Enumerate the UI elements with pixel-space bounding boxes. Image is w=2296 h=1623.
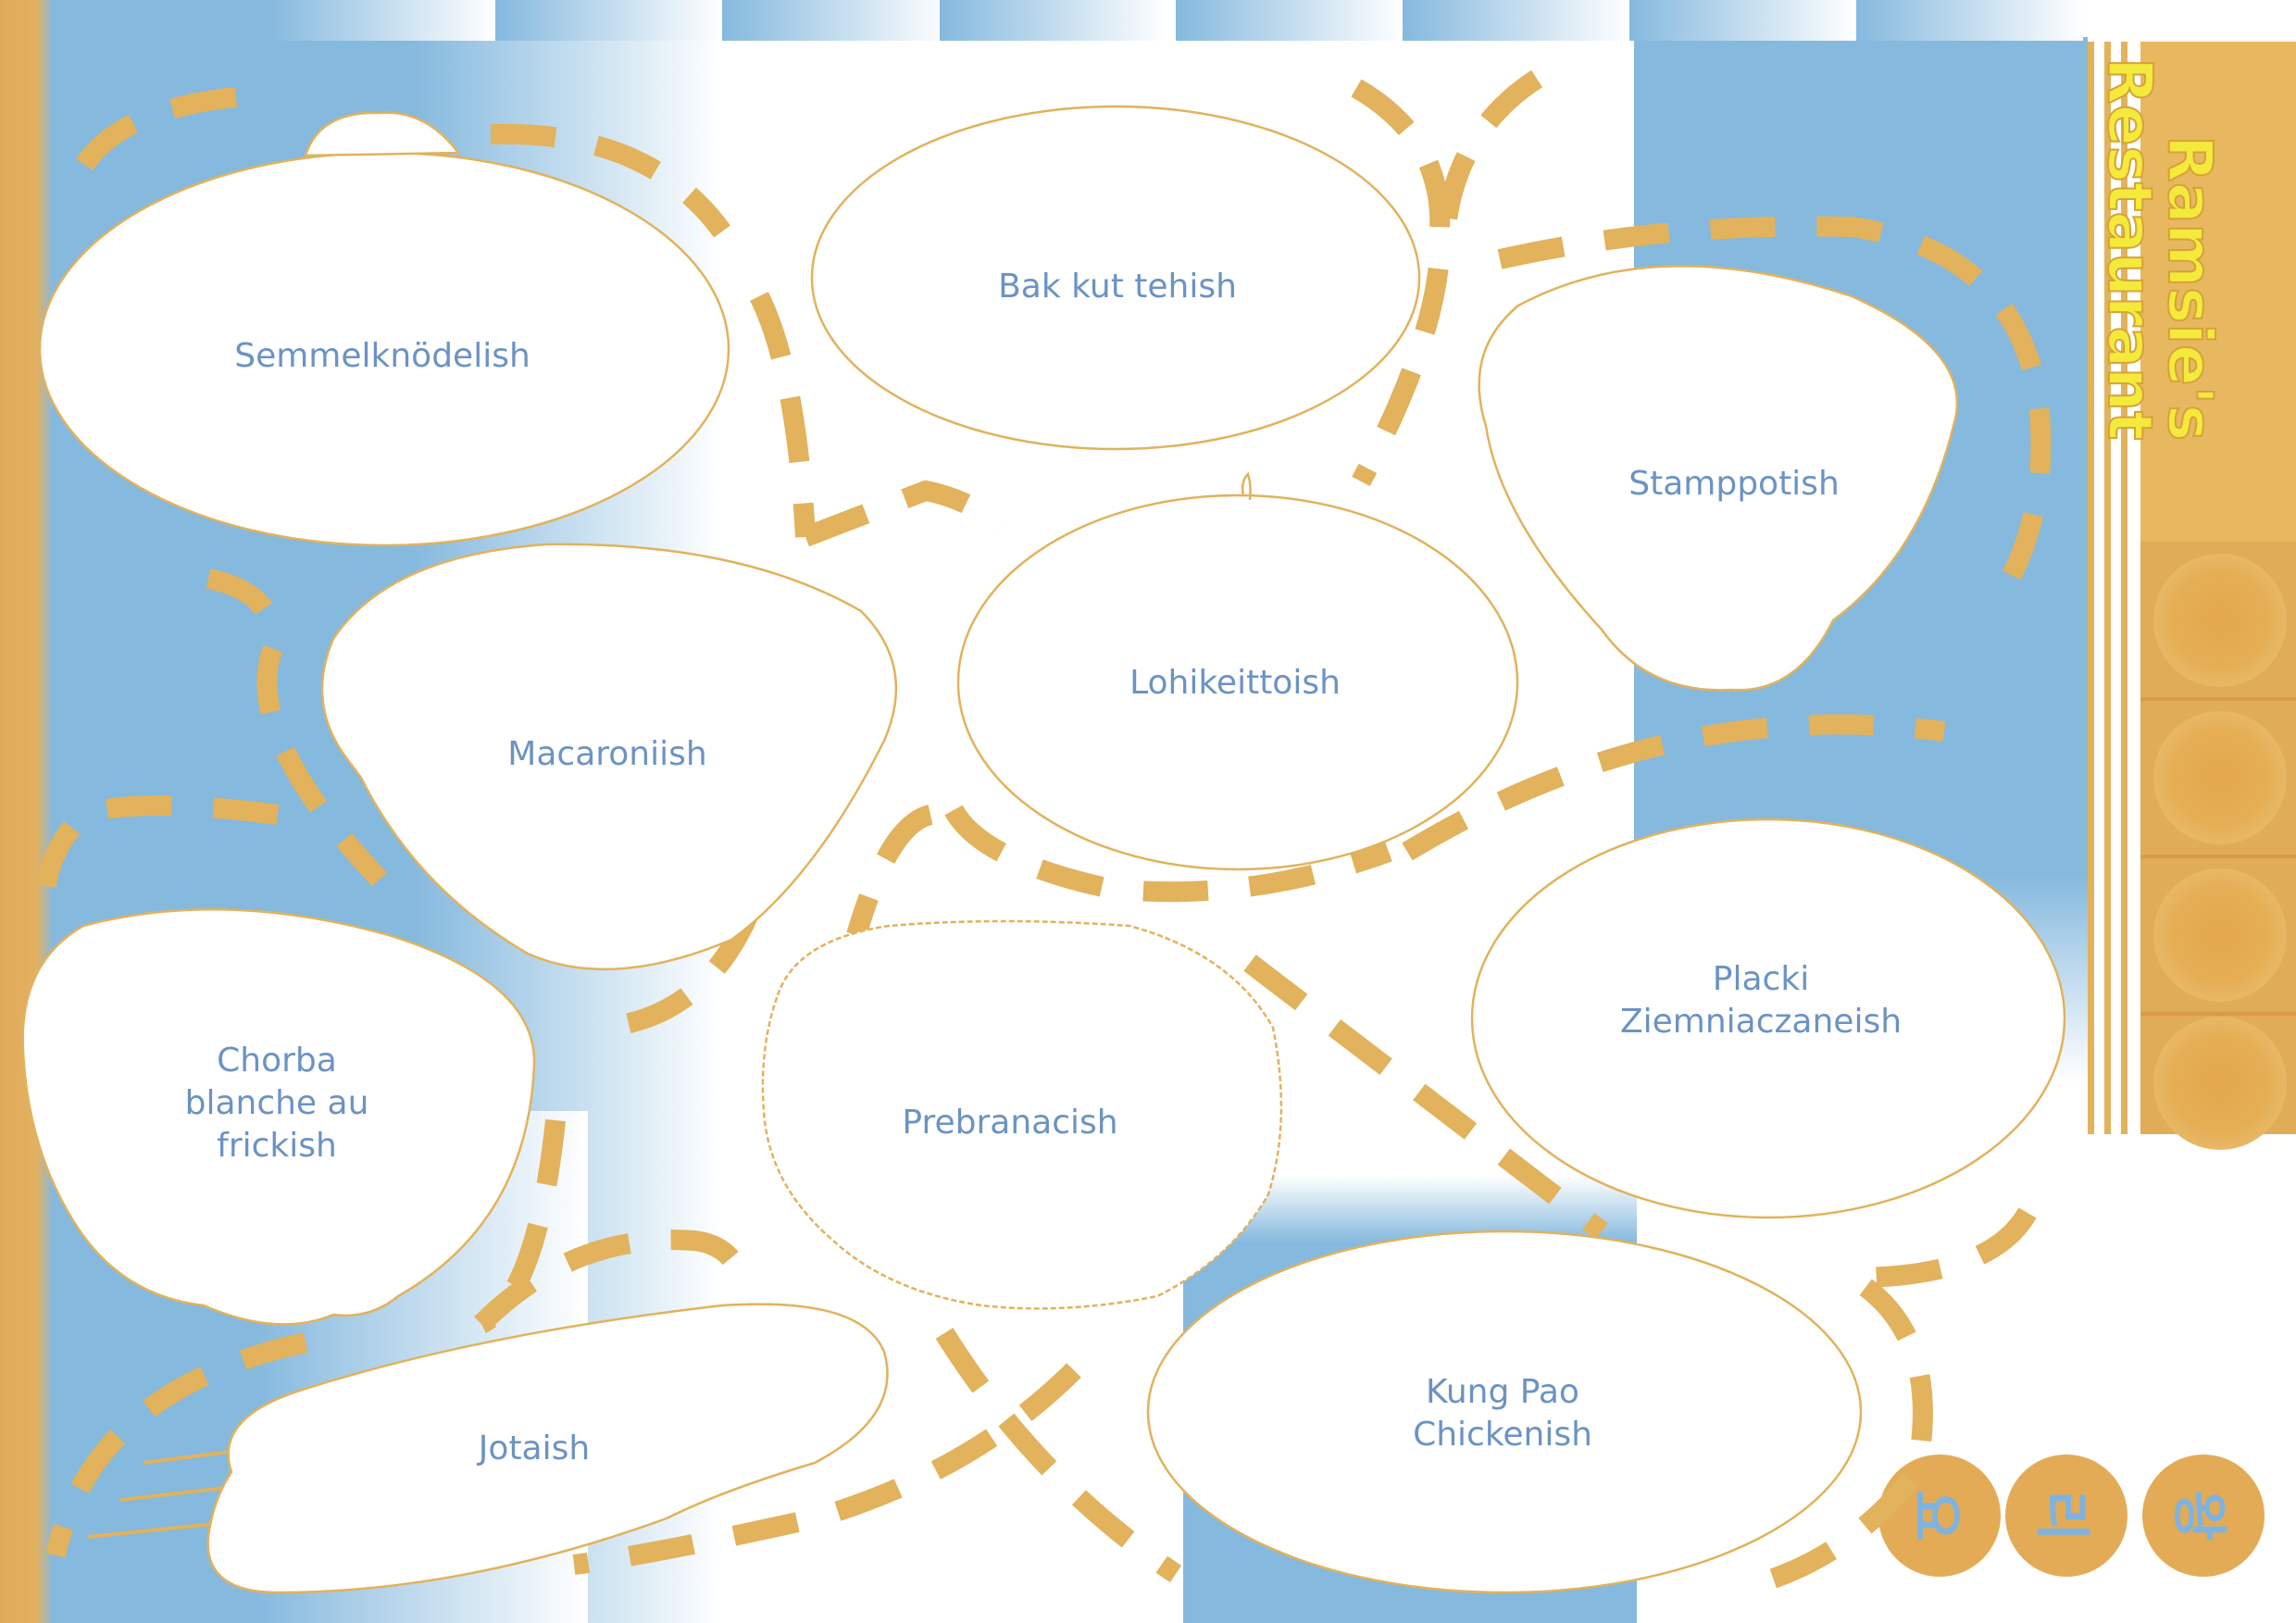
top-tile-strip	[268, 0, 2083, 41]
dish-lohikeitto-plate[interactable]	[956, 471, 1519, 871]
dish-label-lohikeitto[interactable]: Lohikeittoish	[1129, 664, 1341, 702]
dish-semmelknodel-plate[interactable]	[38, 111, 730, 547]
dish-label-prebranac[interactable]: Prebranacish	[902, 1104, 1118, 1142]
dish-label-jota[interactable]: Jotaish	[478, 1429, 591, 1467]
dish-macaroni-plate[interactable]	[320, 543, 898, 971]
right-panel-circles	[2140, 542, 2296, 1150]
dish-stamppot-plate[interactable]	[1478, 265, 1959, 692]
dish-label-stamppot[interactable]: Stamppotish	[1628, 465, 1840, 503]
corner-glyph-wang: 왕	[2165, 1490, 2231, 1542]
corner-glyph-ri: 리	[2028, 1490, 2094, 1542]
dish-label-macaroni[interactable]: Macaroniish	[507, 735, 707, 773]
dish-label-placki[interactable]: Placki Ziemniaczaneish	[1619, 960, 1903, 1041]
right-panel-stripes	[2088, 42, 2128, 1134]
dish-placki-plate[interactable]	[1470, 818, 2066, 1219]
dish-jota-plate[interactable]	[206, 1303, 889, 1594]
dish-kung-pao-plate[interactable]	[1146, 1230, 1863, 1594]
dish-chorba-plate[interactable]	[21, 908, 536, 1326]
dish-label-kung-pao[interactable]: Kung Pao Chickenish	[1413, 1373, 1592, 1454]
dashed-paths	[34, 69, 2052, 1593]
dish-label-bak-kut-teh[interactable]: Bak kut tehish	[998, 268, 1237, 306]
dish-label-semmelknodel[interactable]: Semmelknödelish	[234, 337, 530, 375]
restaurant-name-line1: Ramsie's	[2153, 134, 2227, 442]
corner-glyph-yo: 요	[1902, 1490, 1967, 1542]
dish-prebranac-plate[interactable]	[761, 919, 1283, 1310]
dish-label-chorba[interactable]: Chorba blanche au frickish	[184, 1042, 369, 1165]
left-border-bar	[0, 0, 52, 1623]
restaurant-name-line2: Restaurant	[2093, 56, 2166, 442]
dish-bak-kut-teh-plate[interactable]	[810, 105, 1421, 451]
